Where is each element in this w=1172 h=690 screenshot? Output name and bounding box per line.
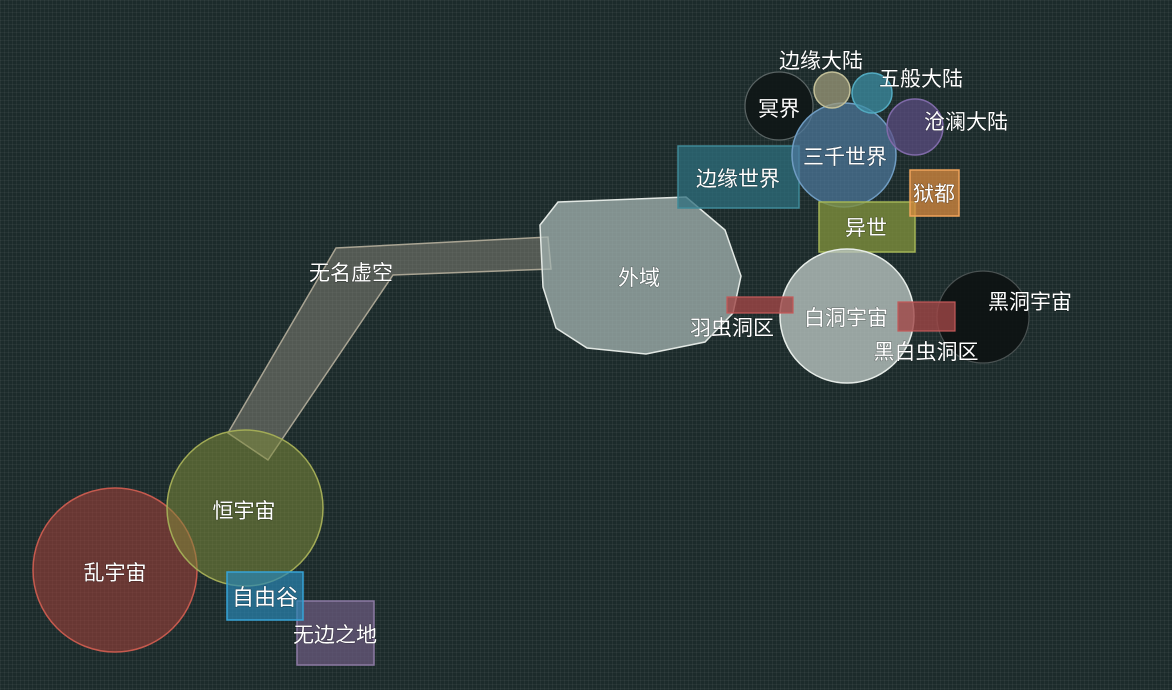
label-wubian-zhidi: 无边之地	[293, 623, 377, 647]
label-waiyu: 外域	[618, 266, 660, 290]
region-wubian-zhidi[interactable]	[296, 600, 375, 666]
yishi-shape	[818, 201, 916, 253]
region-wuban-dalu[interactable]	[851, 72, 893, 114]
region-bianyuan-dalu[interactable]	[813, 71, 851, 109]
bianyuan-dalu-shape	[813, 71, 851, 109]
region-yishi[interactable]	[818, 201, 916, 253]
wuban-dalu-shape	[851, 72, 893, 114]
label-heng-yuzhou: 恒宇宙	[213, 499, 276, 523]
region-waiyu[interactable]	[539, 196, 742, 355]
label-ziyou-gu: 自由谷	[232, 586, 298, 611]
waiyu-shape	[539, 196, 742, 355]
region-ziyou-gu[interactable]	[226, 571, 304, 621]
ziyou-gu-shape	[226, 571, 304, 621]
heibai-chongdongqu-shape	[897, 301, 956, 332]
region-yudu[interactable]	[909, 169, 960, 217]
label-bianyuan-shijie: 边缘世界	[696, 167, 780, 191]
label-wuming-xukong: 无名虚空	[309, 261, 393, 285]
label-bianyuan-dalu: 边缘大陆	[779, 49, 863, 73]
label-yishi: 异世	[845, 216, 887, 240]
label-sanqian-shijie: 三千世界	[803, 145, 887, 169]
region-canglan-dalu[interactable]	[886, 98, 944, 156]
label-canglan-dalu: 沧澜大陆	[924, 110, 1008, 134]
yudu-shape	[909, 169, 960, 217]
label-baidong-yuzhou: 白洞宇宙	[804, 306, 888, 330]
wubian-zhidi-shape	[296, 600, 375, 666]
mingjie-shape	[744, 71, 814, 141]
region-mingjie[interactable]	[744, 71, 814, 141]
label-yuchong-dongqu: 羽虫洞区	[690, 316, 774, 340]
label-heidong-yuzhou: 黑洞宇宙	[988, 290, 1072, 314]
label-heibai-chongdongqu: 黑白虫洞区	[874, 340, 979, 364]
canglan-dalu-shape	[886, 98, 944, 156]
region-yuchong-dongqu[interactable]	[726, 296, 794, 314]
region-heibai-chongdongqu[interactable]	[897, 301, 956, 332]
label-wuban-dalu: 五般大陆	[879, 67, 963, 91]
yuchong-dongqu-shape	[726, 296, 794, 314]
label-yudu: 狱都	[913, 182, 955, 206]
label-mingjie: 冥界	[758, 97, 800, 121]
label-luan-yuzhou: 乱宇宙	[84, 561, 147, 585]
